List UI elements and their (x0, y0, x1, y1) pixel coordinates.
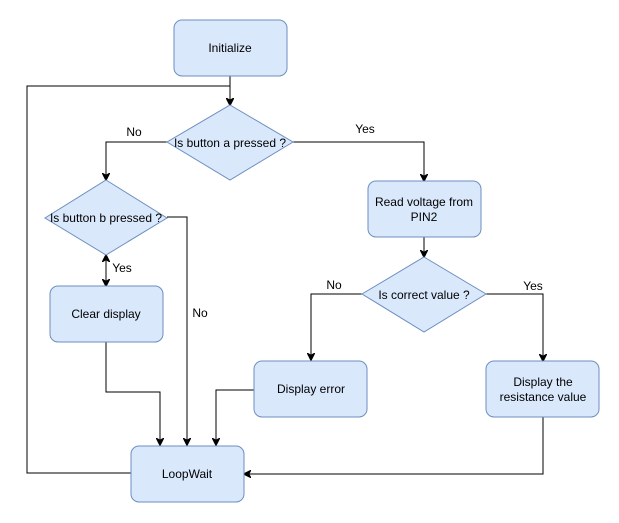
node-display-resistance-line1: Display the (513, 375, 573, 389)
node-display-error-label: Display error (277, 382, 345, 396)
node-read-voltage: Read voltage from PIN2 (367, 180, 482, 238)
edge-label-a-yes: Yes (355, 122, 375, 136)
decision-is-button-a-pressed: Is button a pressed ? (166, 104, 294, 181)
decision-is-button-b-pressed: Is button b pressed ? (44, 179, 168, 256)
edge-display-resistance-to-loopwait (244, 417, 544, 474)
node-clear-display: Clear display (49, 285, 164, 343)
node-initialize: Initialize (173, 19, 288, 77)
edge-decision-a-no (106, 141, 167, 180)
node-display-error: Display error (253, 360, 368, 418)
edge-decision-correct-yes (486, 293, 543, 361)
edge-decision-b-no (167, 216, 187, 445)
edge-loopwait-back-to-decision-a (26, 85, 230, 474)
edge-clear-display-to-loopwait (105, 342, 160, 445)
node-initialize-label: Initialize (208, 41, 252, 55)
edge-label-b-no: No (192, 306, 208, 320)
node-clear-display-label: Clear display (71, 307, 140, 321)
edge-label-a-no: No (126, 125, 142, 139)
node-read-voltage-line1: Read voltage from (375, 195, 473, 209)
decision-is-correct-value: Is correct value ? (361, 256, 487, 333)
decision-is-button-b-pressed-label: Is button b pressed ? (50, 211, 162, 225)
edge-label-b-yes: Yes (112, 261, 132, 275)
node-loopwait: LoopWait (130, 445, 245, 503)
node-display-resistance-line2: resistance value (500, 390, 587, 404)
edge-decision-correct-no (311, 293, 362, 360)
decision-is-button-a-pressed-label: Is button a pressed ? (174, 136, 286, 150)
node-read-voltage-line2: PIN2 (411, 210, 438, 224)
edge-label-correct-yes: Yes (523, 279, 543, 293)
node-display-resistance: Display the resistance value (485, 360, 600, 418)
edge-display-error-to-loopwait (216, 389, 254, 445)
edge-label-correct-no: No (326, 278, 342, 292)
node-loopwait-label: LoopWait (162, 467, 213, 481)
edge-decision-a-yes (293, 141, 424, 181)
decision-is-correct-value-label: Is correct value ? (378, 288, 470, 302)
